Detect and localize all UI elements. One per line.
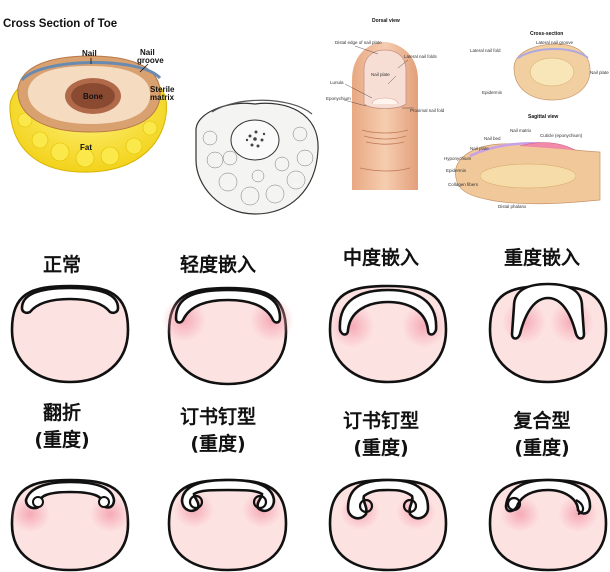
cross-section-title: Cross-section (530, 31, 563, 37)
fat-lobules (17, 112, 158, 168)
sterile-label-2: matrix (150, 93, 175, 102)
label-flip-1: 翻折 (43, 401, 81, 424)
cross-label-lateral-fold: Lateral nail fold (470, 48, 501, 53)
label-moderate: 中度嵌入 (343, 246, 419, 269)
sagittal-label-nail-bed: Nail bed (484, 136, 501, 141)
dorsal-label-proximal-fold: Proximal nail fold (410, 108, 445, 113)
dorsal-label-lunula: Lunula (330, 80, 344, 85)
cross-label-nail-plate: Nail plate (590, 70, 609, 75)
sagittal-matrix (519, 142, 576, 151)
nail-staple-b (346, 478, 430, 520)
nail-groove-label-2: groove (137, 56, 164, 65)
nail-mild (174, 288, 282, 324)
label-staple-a-1: 订书钉型 (180, 405, 256, 428)
label-compound-2: (重度) (514, 436, 569, 459)
fat-label: Fat (80, 143, 92, 152)
cross-label-lateral-groove: Lateral nail groove (536, 40, 574, 45)
toe-flip (10, 478, 130, 572)
nail-compound (504, 478, 592, 515)
dorsal-label-distal-edge: Distal edge of nail plate (335, 40, 382, 45)
sagittal-view-title: Sagittal view (528, 114, 558, 120)
label-staple-b-2: (重度) (353, 436, 408, 459)
label-compound-1: 复合型 (512, 409, 570, 432)
label-flip-2: (重度) (34, 428, 89, 451)
small-nail-plate (517, 48, 589, 59)
sagittal-label-epidermis: Epidermis (446, 168, 467, 173)
sagittal-label-matrix: Nail matrix (510, 128, 532, 133)
dorsal-label-lateral-folds: Lateral nail folds (404, 54, 438, 59)
nail-groove-label-1: Nail (140, 48, 155, 57)
sketch-bone-dots (245, 130, 266, 148)
sterile-label-1: Sterile (150, 85, 175, 94)
label-staple-a-2: (重度) (190, 432, 245, 455)
sagittal-label-nail-plate: Nail plate (470, 146, 489, 151)
cross-label-epidermis: Epidermis (482, 90, 503, 95)
toe-normal (10, 284, 130, 384)
nail-normal (20, 286, 120, 315)
toe-figure-title: Cross Section of Toe (3, 18, 117, 30)
nail-severe (510, 282, 586, 340)
toe-staple-b (328, 478, 448, 572)
toe-mild (162, 286, 294, 386)
sagittal-label-cuticle: Cuticle (eponychium) (540, 133, 583, 138)
sagittal-label-collagen: Collagen fibers (448, 182, 479, 187)
toe-sketch-figure (195, 99, 319, 215)
distal-phalanx (479, 163, 577, 189)
nail-label: Nail (82, 49, 97, 58)
label-normal: 正常 (43, 253, 81, 276)
anatomy-figure: Dorsal view Distal edge of nail plate La… (326, 18, 609, 209)
toe-cross-section-figure: Cross Section of Toe Nail Nail groove Bo… (3, 18, 175, 173)
sketch-lobules (202, 126, 314, 206)
dorsal-label-nail-plate: Nail plate (371, 72, 390, 77)
label-mild: 轻度嵌入 (180, 253, 256, 276)
toe-moderate (328, 284, 448, 384)
knuckle-creases (359, 129, 411, 172)
dorsal-label-eponychium: Eponychium (326, 96, 351, 101)
toe-staple-a (167, 478, 288, 572)
label-staple-b-1: 订书钉型 (343, 409, 419, 432)
toe-severe (488, 282, 608, 384)
label-severe: 重度嵌入 (504, 246, 580, 269)
toe-compound (488, 478, 608, 572)
lunula (371, 97, 399, 105)
nail-plate (20, 60, 162, 82)
sagittal-label-phalanx: Distal phalanx (498, 204, 527, 209)
nail-moderate (338, 288, 438, 336)
nail-staple-a (180, 478, 276, 513)
dorsal-leader-lines (343, 45, 414, 109)
bone-label: Bone (83, 92, 104, 101)
sagittal-label-hyponychium: Hyponychium (444, 156, 472, 161)
dorsal-view-title: Dorsal view (372, 18, 400, 24)
fingernail (363, 49, 407, 109)
